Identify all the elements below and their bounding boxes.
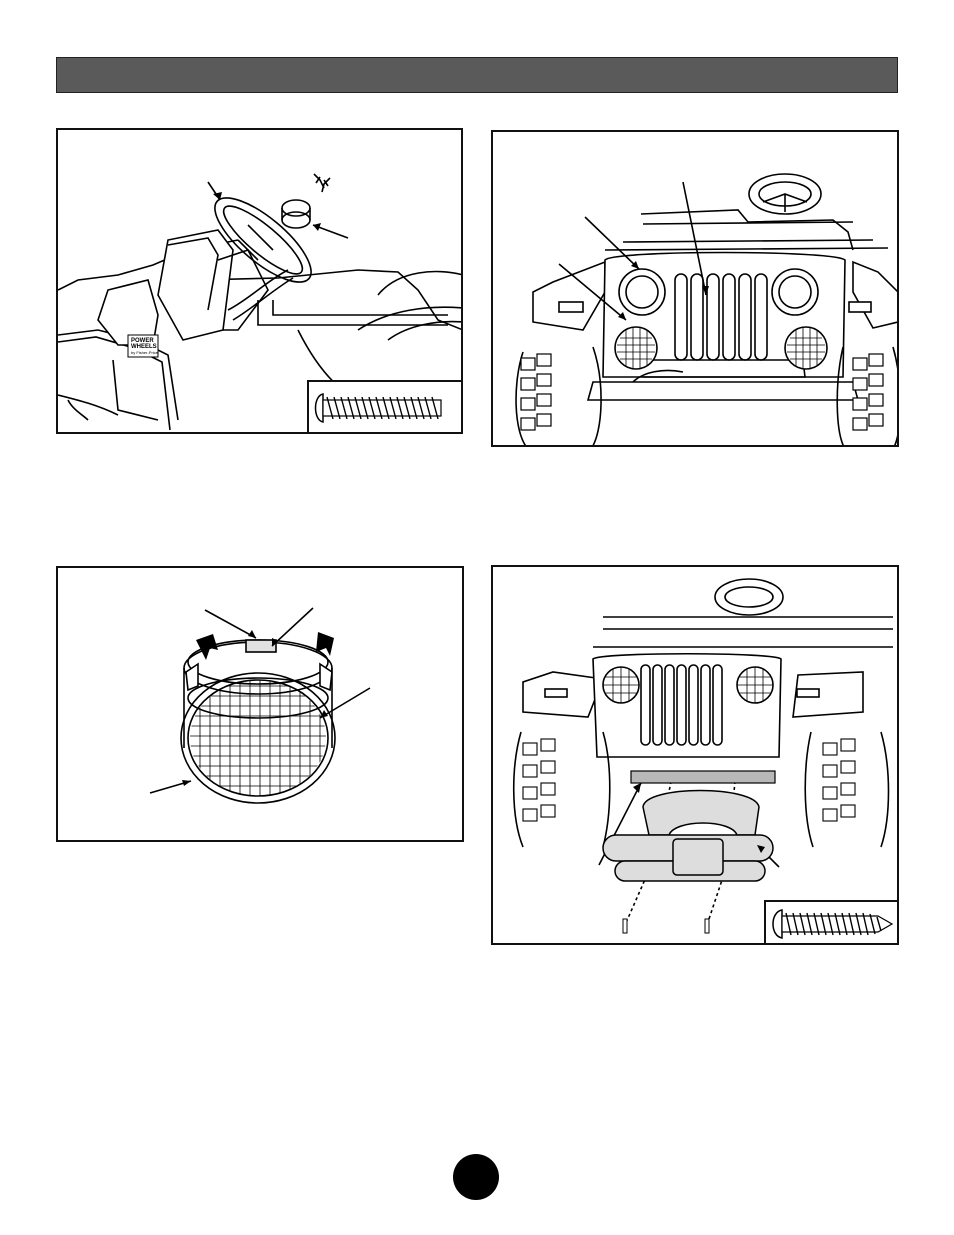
figure-bumper-assembly [491, 565, 899, 945]
screw-inset-a [307, 380, 463, 434]
screw-inset-d [764, 900, 899, 945]
figure-headlight-lens [56, 566, 464, 842]
section-header-bar [56, 57, 898, 93]
headlight-lens-illustration [58, 568, 464, 842]
push-arrow-left-icon [196, 634, 218, 660]
figure-steering-wheel: POWER WHEELS by Fisher-Price [56, 128, 463, 434]
screw-icon [309, 382, 463, 434]
page-number-badge [453, 1154, 499, 1200]
badge-line3: by Fisher-Price [131, 350, 159, 355]
figure-grille-lights [491, 130, 899, 447]
bumper-illustration [493, 567, 899, 945]
screw-icon [766, 902, 899, 945]
jeep-front-illustration [493, 132, 899, 447]
